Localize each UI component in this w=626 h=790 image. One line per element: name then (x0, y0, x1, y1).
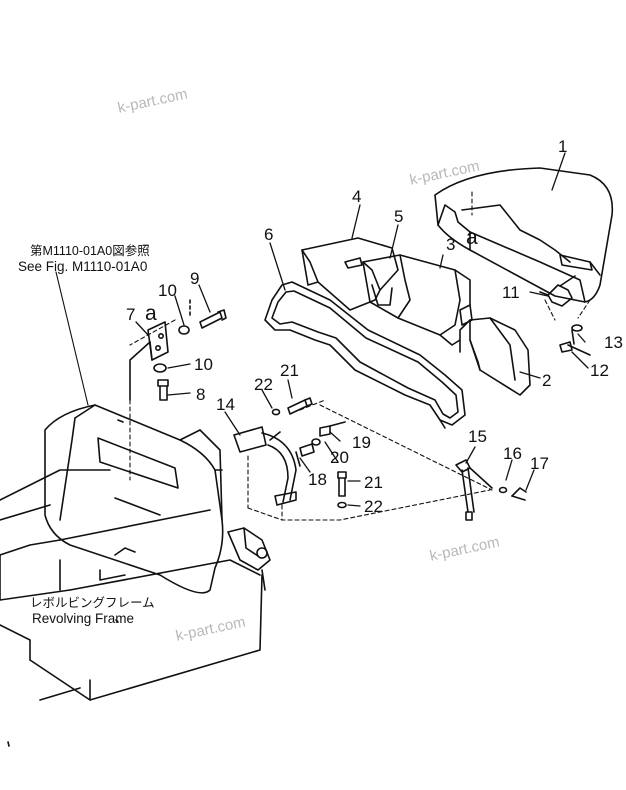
callout-19: 19 (352, 433, 371, 452)
strap-bracket-part-14 (233, 426, 297, 506)
seal-frame-part-6 (264, 281, 466, 429)
washer-part-13 (571, 324, 583, 332)
callout-9: 9 (190, 269, 200, 288)
callout-5: 5 (394, 207, 404, 226)
callout-20: 20 (330, 448, 349, 467)
pin-parts-16-17 (498, 486, 527, 501)
callout-18: 18 (308, 470, 327, 489)
callout-11: 11 (502, 283, 520, 302)
cover-part-2 (459, 317, 531, 396)
center-fasteners (271, 397, 347, 509)
rod-part-15 (455, 459, 493, 521)
see-fig-jp-note: 第M1110-01A0図参照 (30, 244, 150, 258)
callout-2: 2 (542, 371, 552, 390)
bolt-part-12 (559, 329, 591, 356)
cover-part-1 (434, 167, 614, 303)
see-fig-en-note: See Fig. M1110-01A0 (18, 259, 148, 274)
callout-3: 3 (446, 235, 456, 254)
hood-latch (227, 527, 271, 591)
callout-15: 15 (468, 427, 487, 446)
cover-part-3-5 (362, 254, 473, 346)
leader-lines (55, 152, 589, 507)
callout-7: 7 (126, 305, 136, 324)
callout-8: 8 (196, 385, 206, 404)
callout-21-top: 21 (280, 361, 299, 380)
engine-hood (44, 404, 224, 594)
assembly-lines (129, 191, 591, 521)
detail-letter-a-right: a (466, 226, 478, 249)
callout-6: 6 (264, 225, 274, 244)
revolving-frame-jp-label: レボルビングフレーム (30, 596, 155, 610)
detail-letter-a-left: a (145, 302, 157, 325)
callout-17: 17 (530, 454, 549, 473)
callout-4: 4 (352, 187, 362, 206)
callout-14: 14 (216, 395, 235, 414)
callout-12: 12 (590, 361, 609, 380)
callout-21-bottom: 21 (364, 473, 383, 492)
revolving-frame (0, 469, 263, 701)
callout-16: 16 (503, 444, 522, 463)
callout-10-bottom: 10 (194, 355, 213, 374)
callout-13: 13 (604, 333, 623, 352)
clip-part-11 (539, 275, 576, 307)
callout-22-bottom: 22 (364, 497, 383, 516)
frame-mark (115, 619, 119, 623)
callout-10-top: 10 (158, 281, 177, 300)
callout-1: 1 (558, 137, 568, 156)
cover-part-4 (301, 237, 399, 311)
callout-22-top: 22 (254, 375, 273, 394)
revolving-frame-en-label: Revolving Frame (32, 611, 135, 626)
margin-mark (7, 741, 10, 747)
bracket-group (129, 299, 227, 401)
